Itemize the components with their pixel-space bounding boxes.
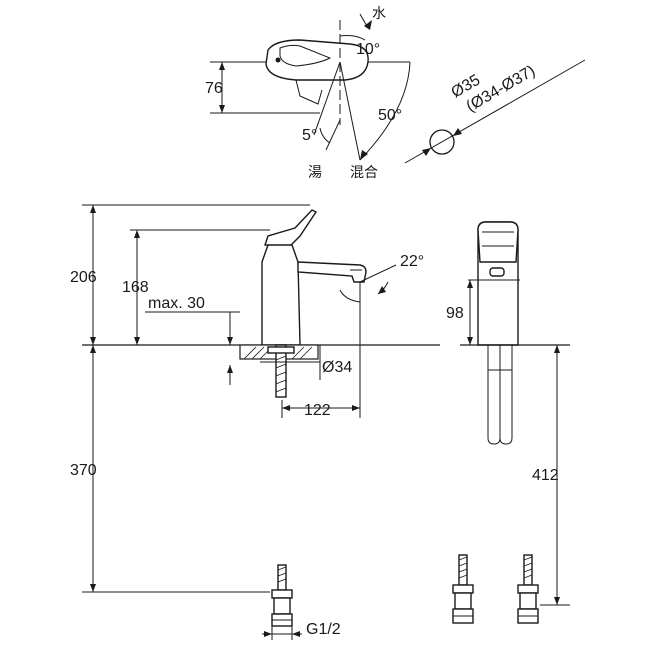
front-view: 98 412 — [446, 221, 570, 624]
angle-5: 5° — [302, 127, 317, 144]
spout-side — [297, 261, 367, 283]
label-mix: 混合 — [350, 164, 378, 180]
dim-max30: max. 30 — [148, 295, 205, 312]
label-cold: 水 — [372, 5, 386, 21]
hose-connector-front-left — [452, 554, 474, 624]
hole-circle — [429, 129, 455, 155]
lever-front — [477, 221, 519, 263]
nut-diameter: Ø34 — [322, 359, 352, 376]
lever-grip — [279, 44, 332, 67]
threaded-rod — [275, 344, 287, 398]
dim-76: 76 — [205, 80, 223, 97]
lever-pin — [275, 57, 281, 63]
dim-168: 168 — [122, 279, 149, 296]
top-view: 76 水 10° 50° 5° 湯 混合 — [205, 5, 411, 180]
hose-connector-front-right — [517, 554, 539, 624]
dim-412: 412 — [532, 467, 559, 484]
dim-122: 122 — [304, 402, 331, 419]
hose-connector-side — [271, 564, 293, 627]
aerator-front — [489, 267, 505, 277]
angle-22: 22° — [400, 253, 424, 270]
angle-50: 50° — [378, 107, 402, 124]
hole-detail: Ø35 (Ø34-Ø37) — [404, 59, 586, 164]
angle-10: 10° — [356, 41, 380, 58]
thread-size: G1/2 — [306, 621, 341, 638]
dim-98: 98 — [446, 305, 464, 322]
body-side — [261, 244, 301, 346]
lever-side — [264, 209, 318, 247]
dim-370: 370 — [70, 462, 97, 479]
dim-206: 206 — [70, 269, 97, 286]
label-hot: 湯 — [308, 164, 322, 180]
side-view: 206 168 max. 30 22° — [70, 204, 440, 640]
lever-top-shape — [265, 39, 369, 81]
